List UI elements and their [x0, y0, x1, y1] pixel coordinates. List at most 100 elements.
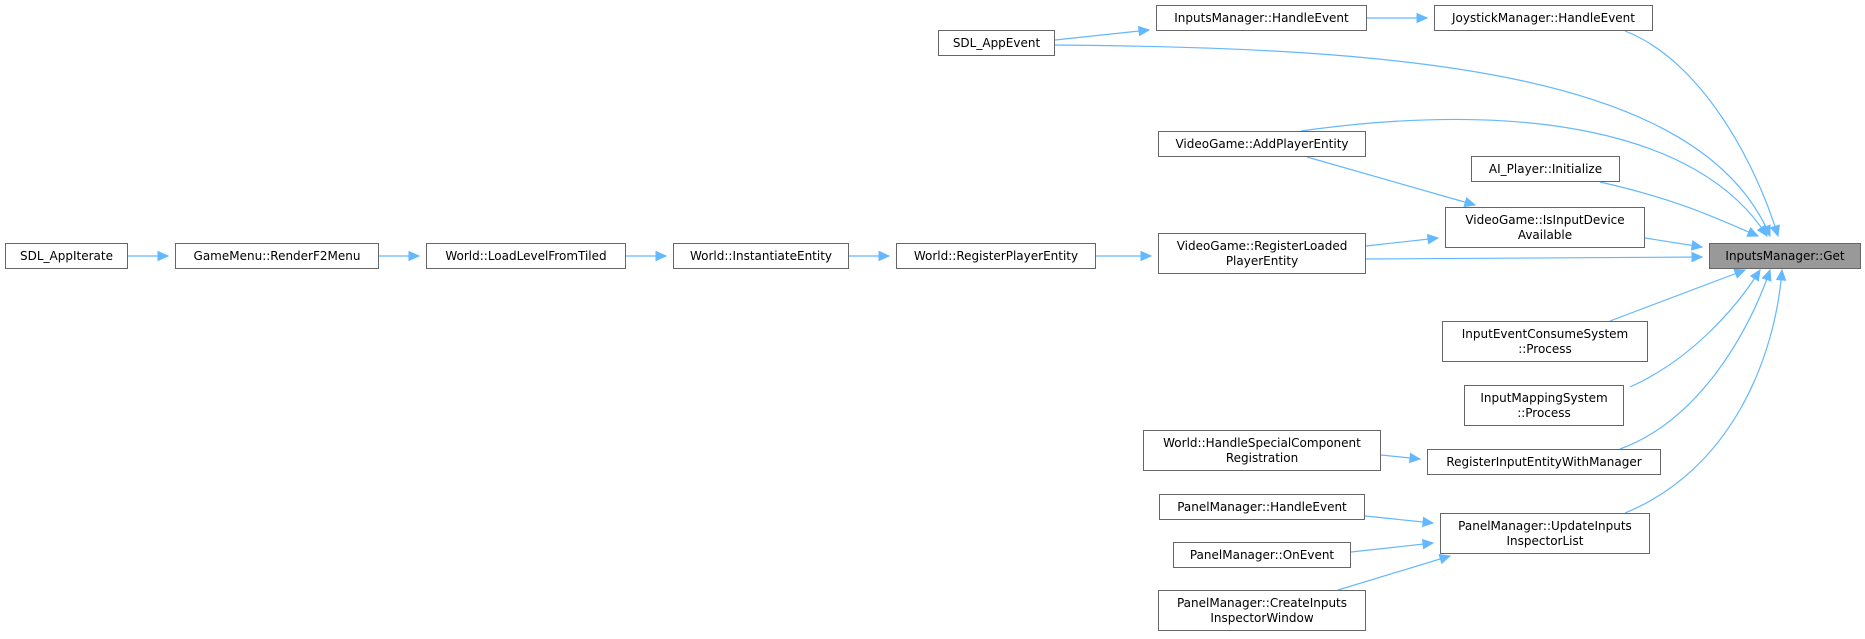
edge-is_input_device-to-get	[1644, 237, 1704, 251]
edge-register_player-to-register_loaded	[1096, 250, 1153, 262]
edge-panel_onevent-to-update_inputs	[1350, 538, 1435, 553]
node-label-line: PlayerEntity	[1225, 253, 1299, 268]
edge-register_loaded-to-get	[1365, 251, 1704, 263]
arrowhead	[1438, 554, 1452, 565]
node-joystick-handle[interactable]: JoystickManager::HandleEvent	[1434, 5, 1653, 31]
edge-handle_special-to-register_input_entity	[1380, 452, 1422, 464]
arrowhead	[1463, 197, 1477, 208]
edge-line	[1337, 555, 1451, 591]
edge-line	[1054, 29, 1150, 41]
arrowhead	[878, 250, 891, 262]
arrowhead	[1746, 227, 1760, 237]
edge-sdl_appevent-to-inputs_handle	[1054, 25, 1151, 41]
node-get[interactable]: InputsManager::Get	[1709, 243, 1861, 269]
node-label-line: VideoGame::AddPlayerEntity	[1175, 136, 1349, 151]
arrowhead	[1749, 268, 1761, 282]
edge-line	[1609, 269, 1746, 322]
node-label-line: InspectorList	[1506, 533, 1584, 548]
node-label-line: Available	[1517, 227, 1573, 242]
arrowhead	[1409, 452, 1422, 464]
arrowhead	[1733, 268, 1747, 279]
node-label-line: World::InstantiateEntity	[689, 248, 833, 263]
node-label-line: PanelManager::OnEvent	[1189, 547, 1335, 562]
node-label-line: InputMappingSystem	[1480, 390, 1608, 405]
node-inputs-handle[interactable]: InputsManager::HandleEvent	[1156, 5, 1367, 31]
node-label-line: World::HandleSpecialComponent	[1163, 435, 1361, 450]
edge-mapping_process-to-get	[1629, 268, 1761, 388]
arrowhead	[1426, 233, 1440, 245]
node-label-line: InputsManager::Get	[1725, 248, 1845, 263]
arrowhead	[1140, 250, 1153, 262]
edge-ai_init-to-get	[1599, 181, 1760, 237]
edge-add_player-to-get	[1300, 118, 1768, 238]
node-label-line: Registration	[1225, 450, 1299, 465]
edge-line	[1364, 515, 1434, 524]
edge-line	[1365, 237, 1439, 247]
node-mapping-process[interactable]: InputMappingSystem::Process	[1464, 385, 1624, 426]
edge-line	[1300, 118, 1768, 237]
node-label-line: VideoGame::RegisterLoaded	[1176, 238, 1348, 253]
edge-inputs_handle-to-joystick_handle	[1367, 12, 1429, 24]
node-register-input-entity[interactable]: RegisterInputEntityWithManager	[1427, 449, 1661, 475]
node-instantiate[interactable]: World::InstantiateEntity	[673, 243, 849, 269]
arrowhead	[1421, 538, 1435, 550]
edge-consume_process-to-get	[1609, 268, 1747, 322]
node-label-line: AI_Player::Initialize	[1488, 161, 1603, 176]
arrowhead	[1769, 224, 1780, 238]
edge-register_input_entity-to-get	[1619, 268, 1772, 450]
edge-joystick_handle-to-get	[1624, 30, 1780, 238]
node-label-line: World::RegisterPlayerEntity	[913, 248, 1079, 263]
node-panel-handle[interactable]: PanelManager::HandleEvent	[1159, 494, 1365, 520]
edge-update_inputs-to-get	[1624, 268, 1787, 514]
edge-add_player-to-is_input_device	[1306, 156, 1477, 208]
edge-load_level-to-instantiate	[626, 250, 668, 262]
node-label-line: RegisterInputEntityWithManager	[1446, 454, 1642, 469]
node-label-line: PanelManager::HandleEvent	[1177, 499, 1347, 514]
node-label-line: VideoGame::IsInputDevice	[1465, 212, 1625, 227]
node-sdl-appiterate[interactable]: SDL_AppIterate	[5, 243, 128, 269]
node-render-f2[interactable]: GameMenu::RenderF2Menu	[175, 243, 379, 269]
arrowhead	[408, 250, 421, 262]
node-label-line: InputEventConsumeSystem	[1461, 326, 1629, 341]
edge-line	[1629, 269, 1761, 388]
node-add-player[interactable]: VideoGame::AddPlayerEntity	[1158, 131, 1366, 157]
node-ai-init[interactable]: AI_Player::Initialize	[1471, 156, 1620, 182]
node-consume-process[interactable]: InputEventConsumeSystem::Process	[1442, 321, 1648, 362]
node-label-line: SDL_AppEvent	[952, 35, 1041, 50]
node-register-player[interactable]: World::RegisterPlayerEntity	[896, 243, 1096, 269]
arrowhead	[1756, 224, 1768, 238]
node-label-line: InputsManager::HandleEvent	[1174, 10, 1349, 25]
node-label-line: PanelManager::UpdateInputs	[1458, 518, 1632, 533]
arrowhead	[157, 250, 170, 262]
arrowhead	[1422, 516, 1435, 528]
edge-line	[1054, 44, 1771, 237]
arrowhead	[1138, 25, 1151, 37]
node-label-line: JoystickManager::HandleEvent	[1452, 10, 1635, 25]
edge-line	[1306, 156, 1476, 206]
edge-line	[1365, 256, 1703, 260]
node-label-line: World::LoadLevelFromTiled	[445, 248, 607, 263]
node-label-line: InspectorWindow	[1210, 610, 1314, 625]
edge-sdl_appiterate-to-render_f2	[128, 250, 170, 262]
node-label-line: ::Process	[1517, 405, 1571, 420]
node-load-level[interactable]: World::LoadLevelFromTiled	[426, 243, 626, 269]
arrowhead	[1690, 240, 1704, 251]
edge-register_loaded-to-is_input_device	[1365, 233, 1440, 247]
arrowhead	[1691, 251, 1704, 263]
edge-create_inputs-to-update_inputs	[1337, 554, 1452, 591]
node-panel-onevent[interactable]: PanelManager::OnEvent	[1173, 542, 1351, 568]
node-label-line: SDL_AppIterate	[20, 248, 113, 263]
edge-line	[1619, 269, 1771, 450]
arrowhead	[1761, 268, 1772, 282]
edge-panel_handle-to-update_inputs	[1364, 515, 1435, 528]
node-sdl-appevent[interactable]: SDL_AppEvent	[938, 30, 1055, 56]
arrowhead	[1416, 12, 1429, 24]
edge-line	[1624, 30, 1779, 237]
